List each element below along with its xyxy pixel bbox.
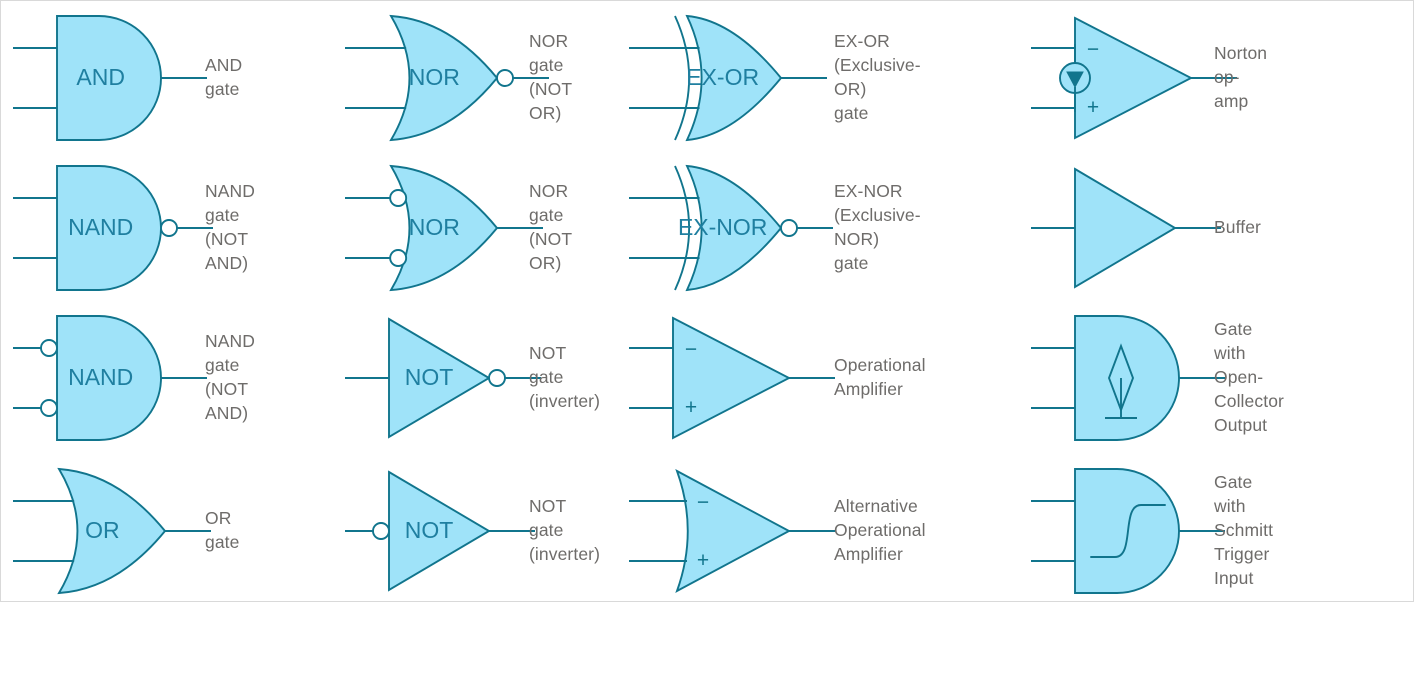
gate-body-xor <box>685 14 783 142</box>
symbol-graphic-ex-or-gate: EX-OR <box>629 14 827 142</box>
symbol-caption-not-gate-input-bubble: NOT gate (inverter) <box>529 496 601 564</box>
symbol-graphic-gate-open-collector-output <box>1031 315 1225 441</box>
gate-body-and <box>1074 468 1180 594</box>
gate-inner-label: NAND <box>68 214 133 240</box>
symbol-caption-gate-schmitt-trigger-input: Gate with Schmitt Trigger Input <box>1214 472 1274 588</box>
gate-body-or <box>57 467 167 595</box>
gate-inner-label: NOR <box>409 214 460 240</box>
symbol-graphic-not-gate-output-bubble: NOT <box>345 317 541 439</box>
symbol-caption-nor-gate-input-bubbles: NOR gate (NOT OR) <box>529 181 572 273</box>
inverting-input-mark: − <box>697 491 709 514</box>
output-inversion-bubble <box>496 69 514 87</box>
input-inversion-bubble <box>372 522 390 540</box>
symbol-caption-nor-gate-output-bubble: NOR gate (NOT OR) <box>529 31 572 123</box>
symbol-caption-nand-gate-input-bubbles: NAND gate (NOT AND) <box>205 331 255 423</box>
gate-inner-label: NAND <box>68 364 133 390</box>
symbol-caption-not-gate-output-bubble: NOT gate (inverter) <box>529 343 601 411</box>
gate-body-altopamp <box>675 468 792 594</box>
open-collector-diamond-icon <box>1105 343 1137 419</box>
gate-body-opamp <box>672 316 792 440</box>
output-inversion-bubble <box>160 219 178 237</box>
gate-inner-label: NOT <box>405 364 454 390</box>
symbol-graphic-gate-schmitt-trigger-input <box>1031 468 1225 594</box>
input-inversion-bubble <box>40 399 58 417</box>
output-inversion-bubble <box>488 369 506 387</box>
gate-inner-label: EX-NOR <box>678 214 767 240</box>
noninverting-input-mark: + <box>685 396 697 419</box>
gate-body-or <box>389 14 499 142</box>
current-direction-arrow-icon <box>1066 71 1084 89</box>
inverting-input-mark: − <box>685 338 697 361</box>
symbol-caption-norton-op-amp: Norton op-amp <box>1214 43 1268 111</box>
symbol-caption-operational-amplifier: Operational Amplifier <box>834 355 926 399</box>
symbol-caption-gate-open-collector-output: Gate with Open- Collector Output <box>1214 319 1284 435</box>
symbol-graphic-norton-op-amp: −+ <box>1031 16 1237 140</box>
input-inversion-bubble <box>389 249 408 267</box>
symbol-caption-nand-gate-output-bubble: NAND gate (NOT AND) <box>205 181 255 273</box>
symbol-caption-ex-or-gate: EX-OR (Exclusive-OR) gate <box>834 31 921 123</box>
gate-body-and <box>1074 315 1180 441</box>
symbol-caption-alternative-operational-amplifier: Alternative Operational Amplifier <box>834 496 926 564</box>
gate-body-xor <box>685 164 783 292</box>
noninverting-input-mark: + <box>697 549 709 572</box>
symbol-graphic-alternative-operational-amplifier: −+ <box>629 468 835 594</box>
gate-inner-label: AND <box>76 64 125 90</box>
symbol-graphic-or-gate: OR <box>13 467 211 595</box>
schmitt-hysteresis-icon <box>1090 504 1166 558</box>
symbol-caption-buffer: Buffer <box>1214 217 1261 237</box>
noninverting-input-mark: + <box>1087 96 1099 119</box>
gate-body-and <box>56 15 162 141</box>
symbol-caption-or-gate: OR gate <box>205 508 240 552</box>
symbol-graphic-ex-nor-gate: EX-NOR <box>629 164 833 292</box>
symbol-graphic-nand-gate-input-bubbles: NAND <box>13 315 207 441</box>
gate-body-and <box>56 315 162 441</box>
input-inversion-bubble <box>389 189 408 207</box>
gate-body-or <box>389 164 499 292</box>
gate-inner-label: NOT <box>405 517 454 543</box>
output-inversion-bubble <box>780 219 798 237</box>
symbol-graphic-operational-amplifier: −+ <box>629 316 835 440</box>
gate-inner-label: NOR <box>409 64 460 90</box>
inverting-input-mark: − <box>1087 38 1099 61</box>
symbol-graphic-buffer <box>1031 167 1221 289</box>
symbol-graphic-nor-gate-input-bubbles: NOR <box>345 164 543 292</box>
symbol-graphic-nand-gate-output-bubble: NAND <box>13 165 213 291</box>
symbol-graphic-nor-gate-output-bubble: NOR <box>345 14 549 142</box>
symbol-graphic-not-gate-input-bubble: NOT <box>345 470 535 592</box>
symbol-caption-ex-nor-gate: EX-NOR (Exclusive-NOR) gate <box>834 181 921 273</box>
gate-inner-label: OR <box>85 517 120 543</box>
input-inversion-bubble <box>40 339 58 357</box>
gate-inner-label: EX-OR <box>686 64 759 90</box>
symbol-graphic-and-gate: AND <box>13 15 207 141</box>
symbol-caption-and-gate: AND gate <box>205 55 243 99</box>
